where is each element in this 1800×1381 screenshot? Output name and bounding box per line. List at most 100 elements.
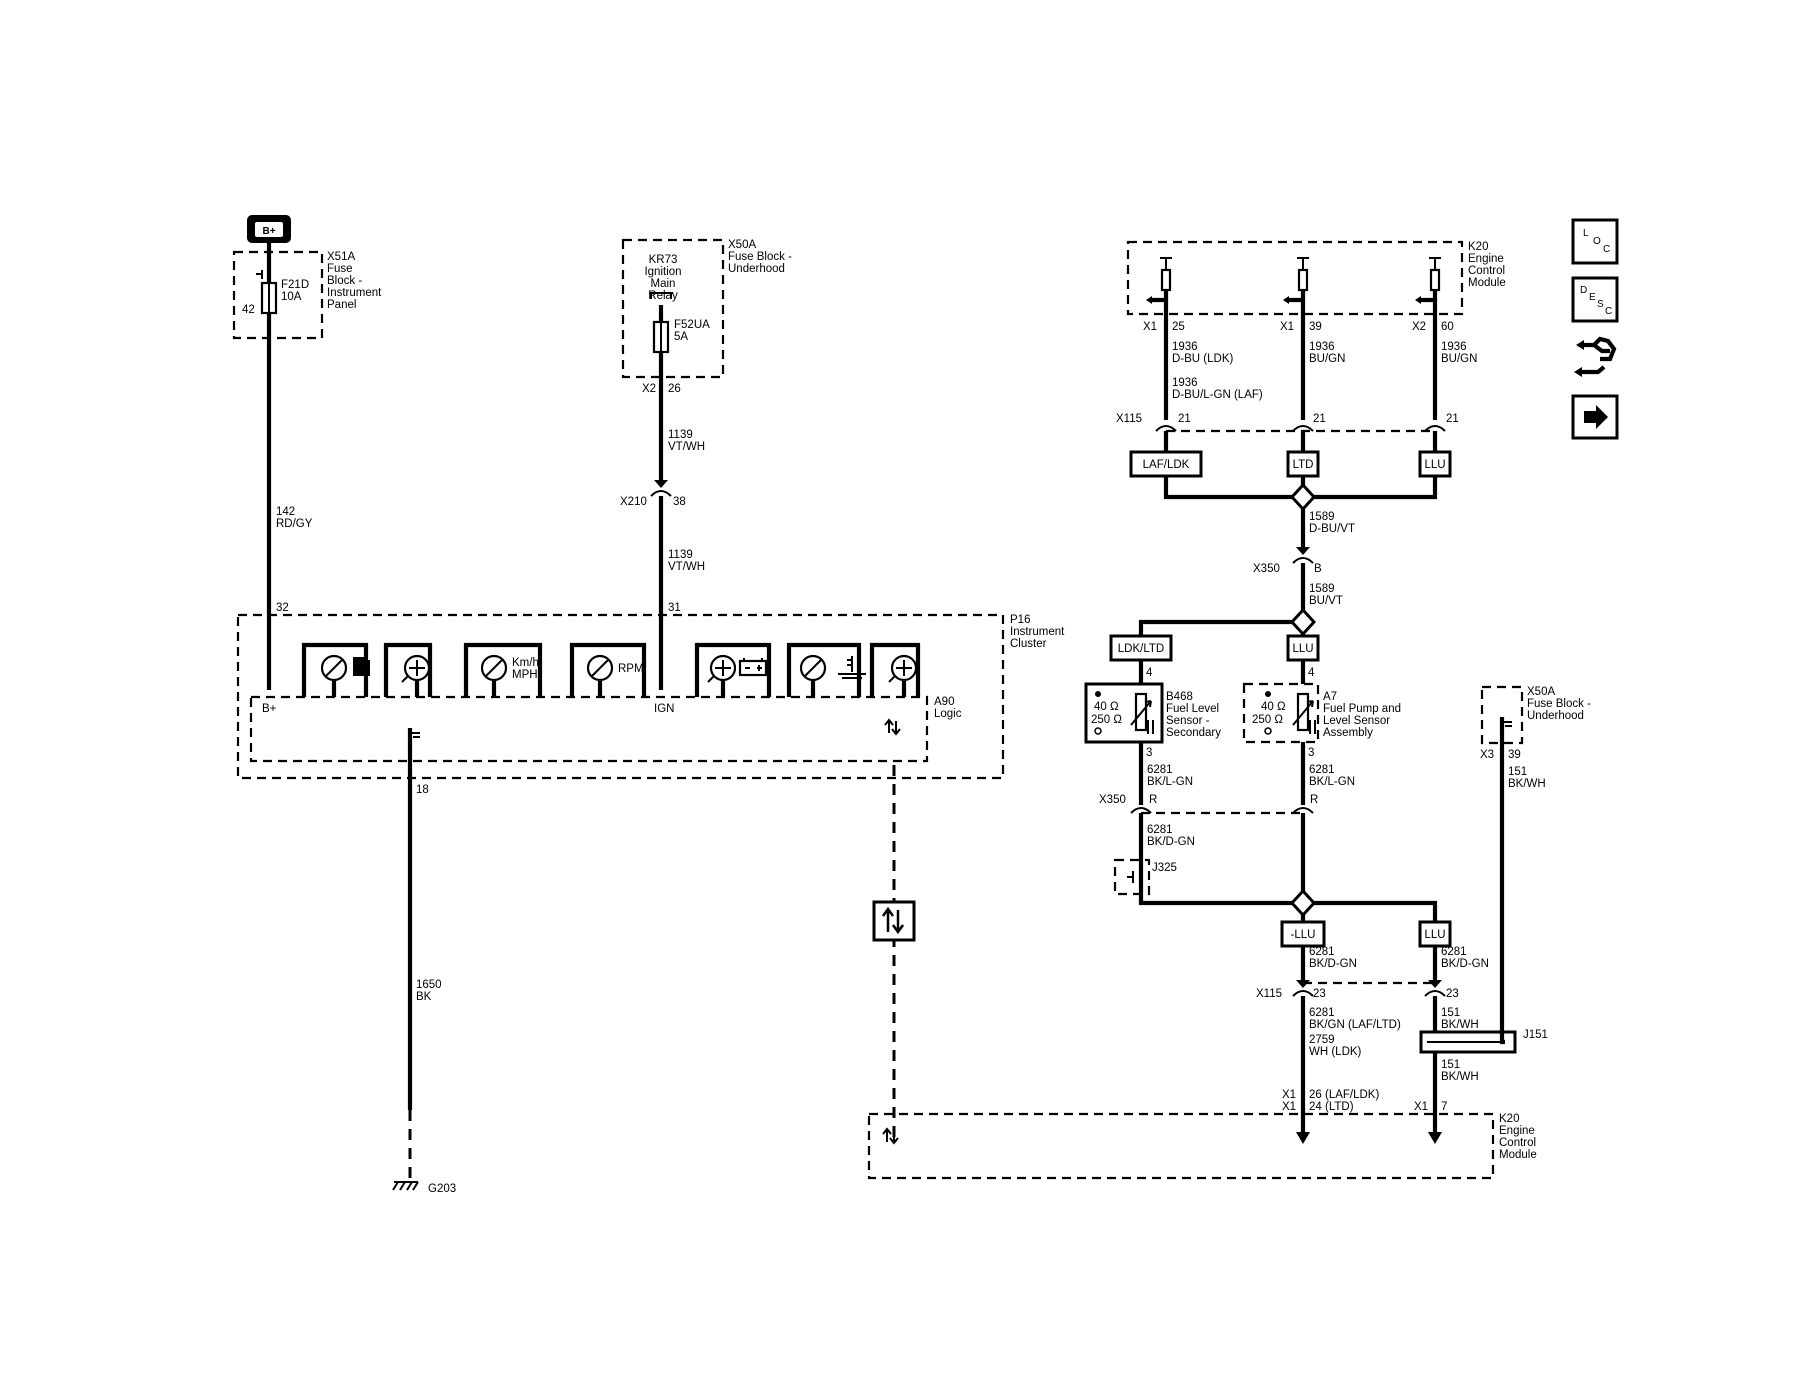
svg-text:Assembly: Assembly — [1323, 727, 1373, 739]
svg-text:Fuel Pump and: Fuel Pump and — [1323, 703, 1401, 715]
instrument-cluster-label: P16 Instrument Cluster — [1010, 614, 1065, 650]
svg-text:X210: X210 — [620, 496, 647, 508]
svg-text:Level Sensor: Level Sensor — [1323, 715, 1390, 727]
svg-text:6281: 6281 — [1147, 764, 1173, 776]
svg-text:21: 21 — [1313, 413, 1326, 425]
svg-text:LDK/LTD: LDK/LTD — [1118, 643, 1164, 655]
svg-text:D-BU (LDK): D-BU (LDK) — [1172, 353, 1234, 365]
fuel-pump-icon — [353, 657, 370, 676]
svg-text:R: R — [1149, 794, 1157, 806]
svg-text:142: 142 — [276, 506, 295, 518]
svg-text:X350: X350 — [1099, 794, 1126, 806]
fuse-f52ua: F52UA 5A — [652, 319, 710, 354]
svg-text:21: 21 — [1178, 413, 1191, 425]
option-laf-ldk: LAF/LDK — [1129, 450, 1203, 478]
svg-text:1936: 1936 — [1309, 341, 1335, 353]
svg-text:X50A: X50A — [728, 239, 756, 251]
wire-6281-left-label: 6281 BK/L-GN — [1147, 764, 1193, 788]
battery-terminal: B+ — [247, 215, 291, 243]
svg-text:7: 7 — [1441, 1101, 1447, 1113]
svg-text:Instrument: Instrument — [327, 287, 382, 299]
x2-conn-label: X2 — [642, 383, 656, 395]
svg-text:Secondary: Secondary — [1166, 727, 1221, 739]
svg-text:Instrument: Instrument — [1010, 626, 1065, 638]
svg-text:K20: K20 — [1499, 1113, 1519, 1125]
description-view-button[interactable]: D E S C — [1571, 276, 1619, 323]
connector-x115-low: X115 23 23 — [1256, 980, 1459, 1000]
bplus-input-label: B+ — [262, 703, 277, 715]
coolant-temp-icon — [838, 656, 866, 679]
svg-text:A90: A90 — [934, 696, 954, 708]
a7-pin-3: 3 — [1308, 747, 1314, 759]
svg-text:LAF/LDK: LAF/LDK — [1143, 459, 1190, 471]
svg-text:B468: B468 — [1166, 691, 1193, 703]
svg-text:Control: Control — [1468, 265, 1505, 277]
svg-text:LTD: LTD — [1293, 459, 1314, 471]
low-fuel-lamp — [383, 642, 433, 697]
svg-text:X1: X1 — [1282, 1089, 1296, 1101]
svg-text:Logic: Logic — [934, 708, 962, 720]
splice-diamond-low — [1289, 888, 1317, 918]
svg-text:Control: Control — [1499, 1137, 1536, 1149]
svg-text:X1: X1 — [1143, 321, 1157, 333]
location-view-button[interactable]: L O C — [1571, 218, 1619, 265]
wire-1936-ldk-label: 1936 D-BU (LDK) 1936 D-BU/L-GN (LAF) — [1172, 341, 1263, 401]
svg-text:X1: X1 — [1282, 1101, 1296, 1113]
battery-icon — [738, 658, 768, 677]
option-not-llu: -LLU — [1280, 920, 1326, 948]
svg-text:BK/D-GN: BK/D-GN — [1147, 836, 1195, 848]
svg-text:23: 23 — [1446, 988, 1459, 1000]
svg-text:24 (LTD): 24 (LTD) — [1309, 1101, 1354, 1113]
a7-pin-4: 4 — [1308, 667, 1315, 679]
connector-x115-top: X115 21 21 21 — [1116, 413, 1459, 452]
wire-1139-upper-label: 1139 VT/WH — [668, 429, 705, 453]
wire-142-label: 142 RD/GY — [276, 506, 313, 530]
next-page-button[interactable] — [1571, 394, 1619, 440]
svg-text:BK/WH: BK/WH — [1508, 778, 1546, 790]
serial-data-icon-cluster — [884, 718, 901, 736]
svg-text:1936: 1936 — [1172, 341, 1198, 353]
svg-text:RD/GY: RD/GY — [276, 518, 313, 530]
svg-text:C: C — [1605, 306, 1612, 317]
svg-text:BK/WH: BK/WH — [1441, 1071, 1479, 1083]
svg-text:6281: 6281 — [1309, 946, 1335, 958]
fuse-block-x50a-right-label: X50A Fuse Block - Underhood — [1527, 686, 1591, 722]
svg-text:1936: 1936 — [1172, 377, 1198, 389]
x3-pin-label: 39 — [1508, 749, 1521, 761]
svg-text:Fuse Block -: Fuse Block - — [728, 251, 792, 263]
fuse-block-x50a-right-outline — [1480, 685, 1524, 745]
fuse-block-x51a-outline — [232, 250, 324, 340]
svg-text:Underhood: Underhood — [728, 263, 785, 275]
svg-text:1139: 1139 — [668, 429, 693, 441]
svg-text:LLU: LLU — [1424, 459, 1445, 471]
sensor-a7-label: A7 Fuel Pump and Level Sensor Assembly — [1323, 691, 1401, 739]
ecm-bottom-pin-right: X1 7 — [1414, 1101, 1447, 1113]
splice-diamond-top — [1289, 482, 1317, 512]
svg-text:25: 25 — [1172, 321, 1185, 333]
svg-text:WH (LDK): WH (LDK) — [1309, 1046, 1362, 1058]
svg-text:X1: X1 — [1414, 1101, 1428, 1113]
b468-pin-4: 4 — [1146, 667, 1153, 679]
svg-text:60: 60 — [1441, 321, 1454, 333]
wire-151-bot-label: 151 BK/WH — [1441, 1059, 1479, 1083]
connector-view-button[interactable] — [1574, 336, 1617, 377]
wire-1589-upper-label: 1589 D-BU/VT — [1309, 511, 1355, 535]
wire-1936-bugn-label-1: 1936 BU/GN — [1309, 341, 1345, 365]
connector-x210: X210 38 — [620, 480, 686, 508]
svg-text:23: 23 — [1313, 988, 1326, 1000]
option-llu-low: LLU — [1418, 920, 1452, 948]
svg-text:X1: X1 — [1280, 321, 1294, 333]
svg-text:BK/L-GN: BK/L-GN — [1309, 776, 1355, 788]
battery-label: B+ — [262, 226, 275, 237]
splice-j325: J325 — [1113, 858, 1177, 896]
svg-text:Relay: Relay — [648, 290, 678, 302]
svg-text:BK/D-GN: BK/D-GN — [1309, 958, 1357, 970]
pin-18: 18 — [416, 784, 429, 796]
ecm-top-outline — [1126, 240, 1464, 316]
svg-text:42: 42 — [242, 304, 255, 316]
svg-text:Ignition: Ignition — [644, 266, 681, 278]
svg-text:151: 151 — [1508, 766, 1527, 778]
svg-text:1936: 1936 — [1441, 341, 1467, 353]
svg-text:LLU: LLU — [1292, 643, 1313, 655]
